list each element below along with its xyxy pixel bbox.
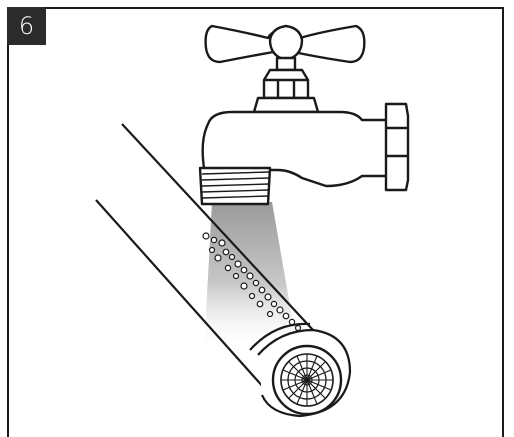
spout-threads [201, 171, 270, 199]
panel-frame [7, 7, 504, 437]
water-droplets [202, 232, 302, 332]
screen-filter-icon [271, 344, 343, 416]
faucet-icon [198, 24, 410, 206]
step-number-badge: 6 [7, 7, 46, 45]
